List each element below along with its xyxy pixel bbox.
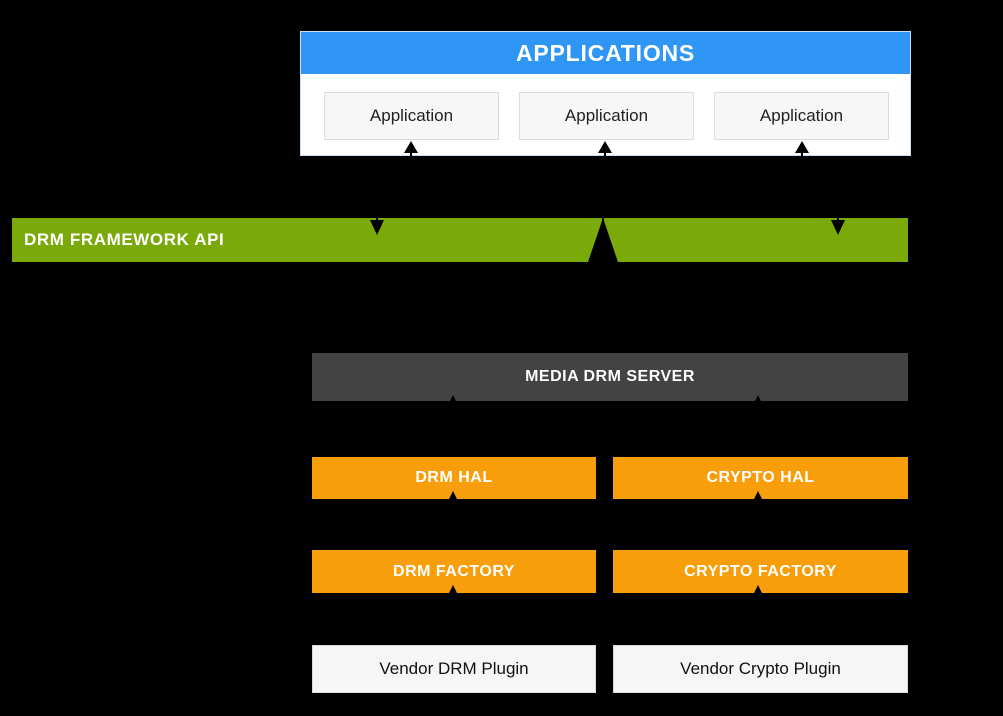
arrow-shaft: [410, 151, 412, 159]
application-box-3: Application: [714, 92, 889, 140]
up-arrow-icon: [754, 395, 762, 403]
big-up-arrow-icon: [586, 218, 620, 268]
drm-framework-api-label: DRM FRAMEWORK API: [24, 230, 225, 249]
vendor-drm-plugin-box: Vendor DRM Plugin: [312, 645, 596, 693]
arrow-shaft: [801, 151, 803, 159]
arrow-shaft: [376, 195, 378, 221]
up-arrow-icon: [404, 141, 418, 153]
arrow-shaft: [452, 401, 454, 461]
arrow-shaft: [602, 195, 604, 233]
arrow-shaft: [452, 591, 454, 649]
applications-body: Application Application Application: [301, 74, 910, 159]
drm-factory-bar: DRM FACTORY: [312, 550, 596, 593]
up-arrow-icon: [449, 491, 457, 499]
applications-header: APPLICATIONS: [301, 32, 910, 74]
up-arrow-icon: [754, 491, 762, 499]
down-arrow-icon: [831, 220, 845, 235]
media-drm-server-bar: MEDIA DRM SERVER: [312, 353, 908, 401]
arrow-shaft: [452, 497, 454, 554]
up-arrow-icon: [754, 585, 762, 593]
vendor-crypto-plugin-box: Vendor Crypto Plugin: [613, 645, 908, 693]
up-arrow-icon: [449, 395, 457, 403]
up-arrow-icon: [449, 585, 457, 593]
arrow-shaft: [757, 497, 759, 554]
up-arrow-icon: [598, 141, 612, 153]
arrow-shaft: [757, 591, 759, 649]
application-box-2: Application: [519, 92, 694, 140]
applications-container: APPLICATIONS Application Application App…: [300, 31, 911, 159]
drm-framework-api-bar: DRM FRAMEWORK API: [12, 218, 908, 262]
down-arrow-icon: [370, 220, 384, 235]
arrow-shaft: [757, 401, 759, 461]
arrow-shaft: [604, 151, 606, 159]
arrow-shaft: [837, 195, 839, 221]
application-box-1: Application: [324, 92, 499, 140]
up-arrow-icon: [795, 141, 809, 153]
